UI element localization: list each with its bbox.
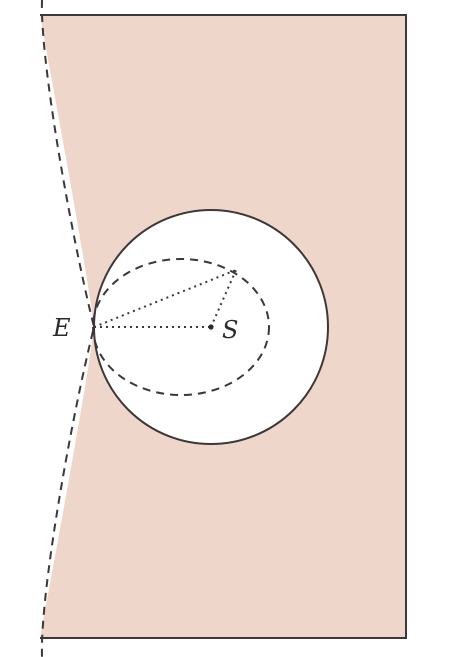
region-outline <box>40 14 407 639</box>
point-s <box>208 324 214 330</box>
label-s: S <box>222 316 238 344</box>
dotted-segment-s-top <box>210 269 237 328</box>
dashed-boundary-curve <box>40 0 96 657</box>
dashed-inner-circle <box>92 258 270 396</box>
dotted-segment-e-top <box>93 269 237 328</box>
label-e: E <box>52 314 71 342</box>
